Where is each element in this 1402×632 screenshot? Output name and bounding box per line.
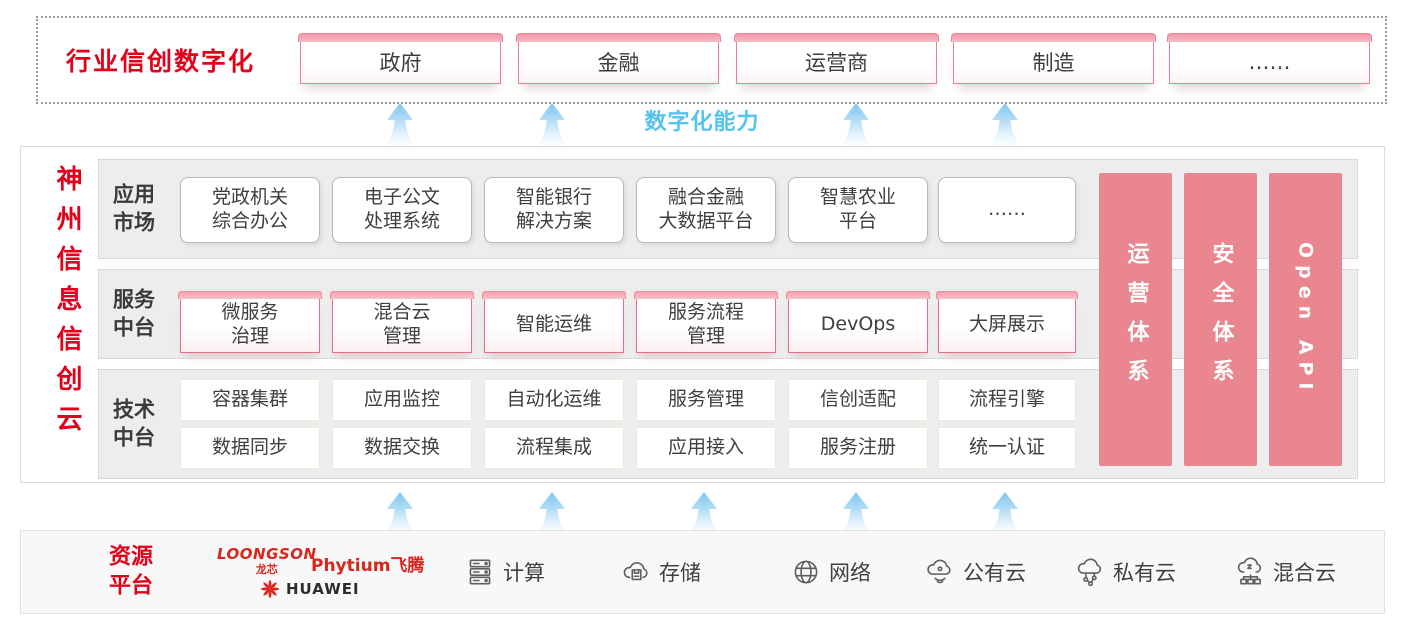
industry-box-government: 政府: [298, 33, 503, 84]
pillar-label: Open API: [1294, 242, 1317, 397]
industry-box-manufacturing: 制造: [951, 33, 1156, 84]
tech-box: 服务注册: [788, 427, 928, 469]
app-box: 智能银行 解决方案: [484, 177, 624, 243]
up-arrow-icon: [534, 103, 570, 147]
tech-middle-label: 技术 中台: [113, 397, 155, 450]
huawei-flower-icon: [260, 579, 280, 599]
private-cloud-icon: [1077, 558, 1102, 587]
huawei-wordmark: HUAWEI: [286, 580, 360, 598]
pillar-label: 安全体系: [1208, 241, 1234, 398]
tech-box: 统一认证: [938, 427, 1076, 469]
resource-item-network: 网络: [789, 531, 871, 613]
network-icon: [794, 560, 818, 584]
huawei-logo: HUAWEI: [259, 578, 360, 600]
platform-panel: 神州信息信创云 应用 市场 党政机关 综合办公 电子公文 处理系统 智能银行 解…: [20, 146, 1385, 483]
app-box: 电子公文 处理系统: [332, 177, 472, 243]
up-arrow-icon: [987, 103, 1023, 147]
resource-item-label: 存储: [659, 561, 701, 585]
app-market-label: 应用 市场: [113, 182, 155, 235]
tech-box: 流程集成: [484, 427, 624, 469]
app-box: 融合金融 大数据平台: [636, 177, 776, 243]
capability-label: 数字化能力: [644, 110, 760, 135]
service-box: 智能运维: [482, 291, 626, 353]
tech-box: 数据同步: [180, 427, 320, 469]
compute-icon: [469, 559, 491, 585]
hybrid-cloud-icon: [1237, 557, 1262, 585]
resource-item-label: 公有云: [963, 561, 1026, 585]
resource-platform-label: 资源 平台: [109, 544, 154, 598]
service-box: 微服务 治理: [178, 291, 322, 353]
public-cloud-icon: [927, 559, 951, 584]
tech-box: 应用监控: [332, 379, 472, 421]
tech-box: 信创适配: [788, 379, 928, 421]
resource-item-hybrid-cloud: 混合云: [1233, 531, 1336, 613]
resource-item-private-cloud: 私有云: [1073, 531, 1176, 613]
pillar-label: 运营体系: [1123, 241, 1149, 398]
app-box: 智慧农业 平台: [788, 177, 928, 243]
resource-item-label: 网络: [829, 561, 871, 585]
loongson-logo: LOONGSON 龙芯: [217, 545, 317, 577]
pillar-security-system: 安全体系: [1184, 173, 1257, 466]
tech-box: 容器集群: [180, 379, 320, 421]
resource-item-storage: 存储: [619, 531, 701, 613]
up-arrow-icon: [838, 103, 874, 147]
industry-banner-title: 行业信创数字化: [66, 47, 256, 76]
resource-item-label: 计算: [503, 561, 545, 585]
app-box: 党政机关 综合办公: [180, 177, 320, 243]
resource-item-label: 私有云: [1113, 561, 1176, 585]
loongson-cn-label: 龙芯: [255, 563, 278, 576]
platform-title: 神州信息信创云: [52, 165, 82, 445]
tech-box: 流程引擎: [938, 379, 1076, 421]
service-middle-label: 服务 中台: [113, 287, 155, 340]
industry-banner: 行业信创数字化 政府 金融 运营商 制造 ……: [36, 16, 1387, 104]
resource-item-label: 混合云: [1273, 561, 1336, 585]
service-box: 混合云 管理: [330, 291, 474, 353]
loongson-wordmark: LOONGSON: [217, 545, 317, 563]
industry-box-more: ……: [1167, 33, 1372, 84]
app-box-more: ……: [938, 177, 1076, 243]
resource-platform-panel: 资源 平台 LOONGSON 龙芯 Phytium飞腾 HUAWEI: [20, 530, 1385, 614]
resource-item-compute: 计算: [463, 531, 545, 613]
resource-item-public-cloud: 公有云: [923, 531, 1026, 613]
service-box: 大屏展示: [936, 291, 1078, 353]
service-box: DevOps: [786, 291, 930, 353]
pillar-open-api: Open API: [1269, 173, 1342, 466]
tech-box: 服务管理: [636, 379, 776, 421]
industry-box-operator: 运营商: [734, 33, 939, 84]
tech-middle-row: 技术 中台 容器集群 应用监控 自动化运维 服务管理 信创适配 流程引擎 数据同…: [98, 369, 1358, 479]
storage-icon: [623, 562, 648, 581]
service-box: 服务流程 管理: [634, 291, 778, 353]
pillar-operation-system: 运营体系: [1099, 173, 1172, 466]
tech-box: 数据交换: [332, 427, 472, 469]
up-arrow-icon: [382, 103, 418, 147]
phytium-logo: Phytium飞腾: [311, 556, 425, 576]
tech-box: 应用接入: [636, 427, 776, 469]
tech-box: 自动化运维: [484, 379, 624, 421]
industry-box-finance: 金融: [516, 33, 721, 84]
